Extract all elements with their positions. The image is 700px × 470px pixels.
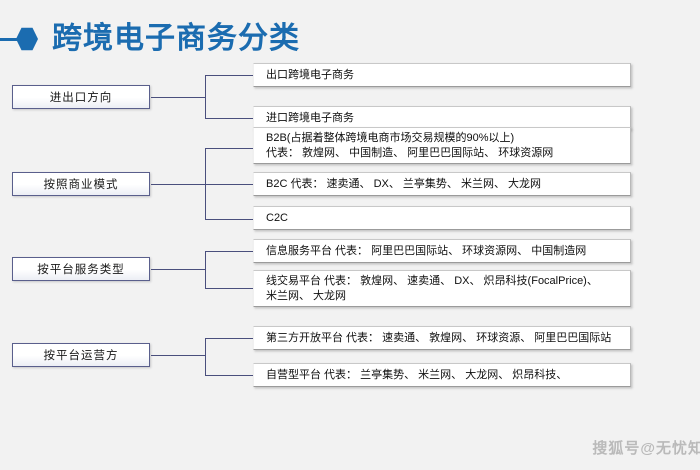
item-text: 第三方开放平台 代表： 速卖通、 敦煌网、 环球资源、 阿里巴巴国际站 bbox=[266, 331, 612, 344]
page-title: 跨境电子商务分类 bbox=[0, 18, 300, 60]
watermark: 搜狐号@无忧知 bbox=[592, 440, 700, 457]
category-box-platform-service-type[interactable]: 按平台服务类型 bbox=[12, 257, 150, 281]
item-box[interactable]: 第三方开放平台 代表： 速卖通、 敦煌网、 环球资源、 阿里巴巴国际站 bbox=[253, 326, 631, 350]
connector-branch bbox=[205, 75, 253, 76]
item-text: 信息服务平台 代表： 阿里巴巴国际站、 环球资源网、 中国制造网 bbox=[266, 244, 587, 257]
item-text: C2C bbox=[266, 211, 289, 224]
connector-stem bbox=[151, 269, 206, 270]
item-box[interactable]: 信息服务平台 代表： 阿里巴巴国际站、 环球资源网、 中国制造网 bbox=[253, 239, 631, 263]
item-box[interactable]: 自营型平台 代表： 兰亭集势、 米兰网、 大龙网、 炽昂科技、 bbox=[253, 363, 631, 387]
item-text: B2C 代表： 速卖通、 DX、 兰亭集势、 米兰网、 大龙网 bbox=[266, 177, 542, 190]
connector-branch bbox=[205, 184, 253, 185]
category-label: 按平台运营方 bbox=[43, 350, 119, 362]
title-lead-line bbox=[0, 37, 18, 41]
category-box-platform-operator[interactable]: 按平台运营方 bbox=[12, 343, 150, 367]
item-text: 进口跨境电子商务 bbox=[266, 111, 354, 124]
item-text: 出口跨境电子商务 bbox=[266, 68, 354, 81]
connector-trunk bbox=[205, 251, 206, 289]
item-box[interactable]: 线交易平台 代表： 敦煌网、 速卖通、 DX、 炽昂科技(FocalPrice)… bbox=[253, 270, 631, 307]
item-box[interactable]: 进口跨境电子商务 bbox=[253, 106, 631, 130]
connector-branch bbox=[205, 288, 253, 289]
category-box-business-model[interactable]: 按照商业模式 bbox=[12, 172, 150, 196]
connector-branch bbox=[205, 219, 253, 220]
category-label: 按平台服务类型 bbox=[37, 264, 125, 276]
connector-stem bbox=[151, 97, 206, 98]
connector-trunk bbox=[205, 75, 206, 119]
connector-trunk bbox=[205, 338, 206, 376]
category-label: 进出口方向 bbox=[49, 92, 113, 104]
item-text: B2B(占据着整体跨境电商市场交易规模的90%以上) 代表： 敦煌网、 中国制造… bbox=[266, 131, 554, 159]
hexagon-icon bbox=[16, 27, 38, 51]
item-box[interactable]: B2B(占据着整体跨境电商市场交易规模的90%以上) 代表： 敦煌网、 中国制造… bbox=[253, 127, 631, 164]
connector-stem bbox=[151, 184, 206, 185]
item-box[interactable]: 出口跨境电子商务 bbox=[253, 63, 631, 87]
connector-branch bbox=[205, 251, 253, 252]
connector-stem bbox=[151, 355, 206, 356]
category-box-import-export[interactable]: 进出口方向 bbox=[12, 85, 150, 109]
item-text: 自营型平台 代表： 兰亭集势、 米兰网、 大龙网、 炽昂科技、 bbox=[266, 368, 568, 381]
item-box[interactable]: B2C 代表： 速卖通、 DX、 兰亭集势、 米兰网、 大龙网 bbox=[253, 172, 631, 196]
connector-branch bbox=[205, 338, 253, 339]
connector-branch bbox=[205, 118, 253, 119]
connector-branch bbox=[205, 375, 253, 376]
item-text: 线交易平台 代表： 敦煌网、 速卖通、 DX、 炽昂科技(FocalPrice)… bbox=[266, 274, 598, 302]
connector-branch bbox=[205, 148, 253, 149]
item-box[interactable]: C2C bbox=[253, 206, 631, 230]
category-label: 按照商业模式 bbox=[43, 179, 119, 191]
page-title-label: 跨境电子商务分类 bbox=[52, 22, 300, 55]
